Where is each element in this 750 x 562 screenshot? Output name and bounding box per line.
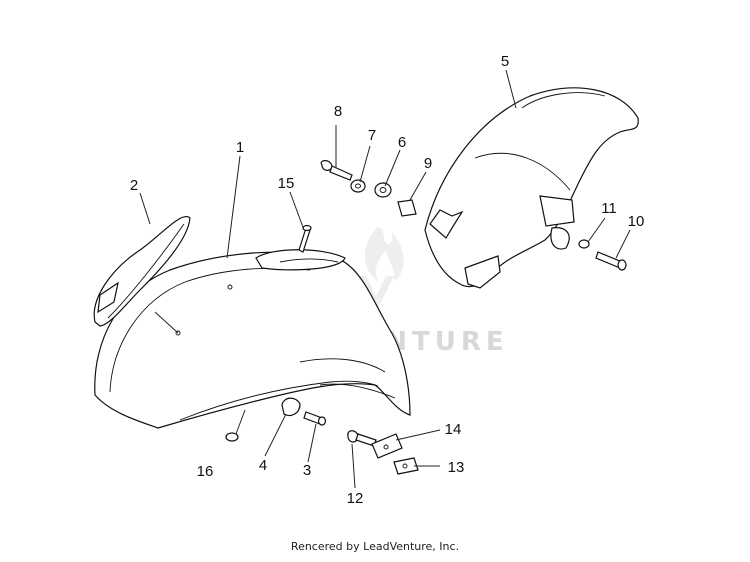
callout-4: 4 (259, 457, 267, 474)
screw-15-part (298, 224, 312, 253)
callout-15: 15 (278, 175, 295, 192)
callout-8: 8 (334, 103, 342, 120)
callout-16: 16 (197, 463, 214, 480)
leader-lines (139, 69, 631, 489)
callout-7: 7 (368, 127, 376, 144)
screw-3-part (303, 411, 327, 426)
callout-12: 12 (347, 490, 364, 507)
washer-7-part (350, 179, 366, 193)
front-fender-part (94, 249, 411, 429)
screw-10-part (595, 251, 627, 271)
nut-9-part (397, 199, 417, 217)
callout-14: 14 (445, 421, 462, 438)
render-credit: Rencered by LeadVenture, Inc. (290, 540, 460, 553)
callout-9: 9 (424, 155, 432, 172)
cap-4-part (281, 397, 301, 417)
callout-3: 3 (303, 462, 311, 479)
callout-2: 2 (130, 177, 138, 194)
nut-13-part (393, 457, 419, 475)
side-trim-part (93, 215, 191, 327)
callout-11: 11 (601, 200, 617, 217)
callout-6: 6 (398, 134, 406, 151)
rear-fender-part (424, 87, 639, 289)
callout-labels: 1 2 3 4 5 6 7 8 9 10 11 12 13 14 15 16 (130, 53, 645, 507)
washer-6-part (374, 182, 392, 198)
screw-8-part (320, 160, 353, 181)
washer-11-part (578, 239, 590, 249)
clip-14-part (371, 433, 403, 459)
callout-1: 1 (236, 139, 244, 156)
grommet-16-part (225, 432, 239, 442)
callout-13: 13 (448, 459, 465, 476)
callout-10: 10 (628, 213, 645, 230)
watermark-flame-logo (358, 227, 404, 312)
callout-5: 5 (501, 53, 509, 70)
